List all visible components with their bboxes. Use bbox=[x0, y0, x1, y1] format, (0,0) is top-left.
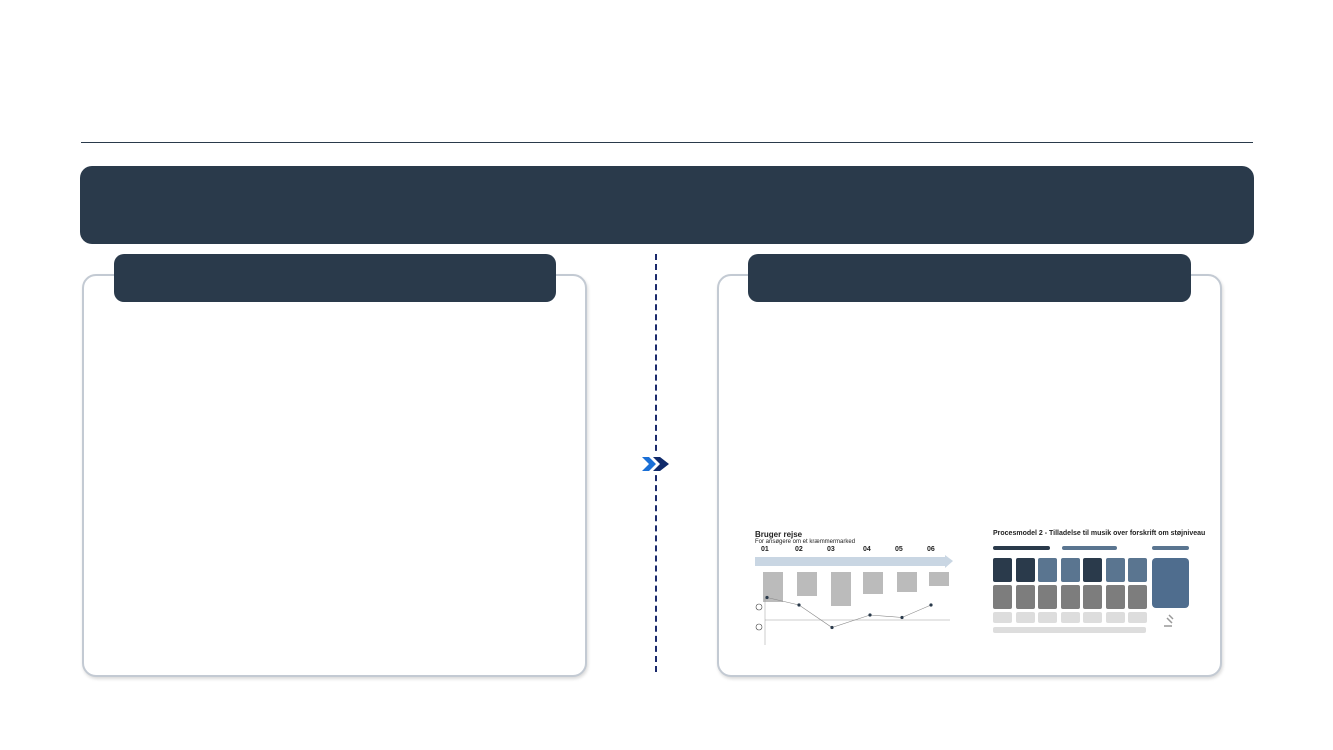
process-step-box bbox=[993, 558, 1012, 582]
journey-point bbox=[830, 625, 834, 630]
process-step-box bbox=[1015, 585, 1035, 609]
step-number: 02 bbox=[795, 546, 803, 553]
journey-title: Bruger rejse bbox=[755, 530, 803, 539]
process-step-box bbox=[1128, 612, 1147, 623]
header-rule bbox=[81, 142, 1253, 143]
double-chevron-icon bbox=[640, 454, 672, 474]
summary-box bbox=[1152, 558, 1189, 608]
process-step-box bbox=[1105, 558, 1125, 582]
step-number: 04 bbox=[863, 546, 871, 553]
right-panel bbox=[717, 274, 1222, 677]
title-banner bbox=[80, 166, 1254, 244]
journey-point bbox=[765, 595, 769, 600]
process-step-box bbox=[1038, 558, 1057, 582]
step-number: 01 bbox=[761, 546, 769, 553]
process-step-box bbox=[1083, 612, 1102, 623]
gavel-icon bbox=[1164, 614, 1174, 627]
journey-point bbox=[797, 603, 801, 607]
sad-face-icon bbox=[755, 623, 763, 631]
journey-point bbox=[929, 603, 933, 607]
process-step-box bbox=[1015, 558, 1035, 582]
left-panel bbox=[82, 274, 587, 677]
process-step-box bbox=[993, 612, 1012, 623]
step-number: 05 bbox=[895, 546, 903, 553]
process-step-box bbox=[1083, 585, 1102, 609]
journey-point bbox=[900, 615, 904, 620]
step-number: 03 bbox=[827, 546, 835, 553]
left-panel-header bbox=[114, 254, 556, 302]
journey-chart bbox=[755, 572, 950, 645]
happy-face-icon bbox=[755, 603, 763, 611]
right-panel-header bbox=[748, 254, 1191, 302]
process-step-box bbox=[1128, 558, 1147, 582]
process-step-box bbox=[1038, 585, 1057, 609]
process-title: Procesmodel 2 - Tilladelse til musik ove… bbox=[993, 530, 1206, 537]
process-step-box bbox=[1038, 612, 1057, 623]
journey-subtitle: For ansøgere om et kræmmermarked bbox=[755, 539, 856, 545]
step-number: 06 bbox=[927, 546, 935, 553]
process-step-box bbox=[1083, 558, 1102, 582]
process-step-box bbox=[1060, 585, 1080, 609]
process-step-box bbox=[1015, 612, 1035, 623]
process-step-box bbox=[1105, 612, 1125, 623]
user-journey-thumbnail: Bruger rejse For ansøgere om et kræmmerm… bbox=[755, 530, 955, 645]
process-model-thumbnail: Procesmodel 2 - Tilladelse til musik ove… bbox=[993, 530, 1213, 640]
process-step-box bbox=[1060, 558, 1080, 582]
journey-line bbox=[766, 597, 932, 628]
journey-arrow bbox=[755, 555, 953, 568]
process-step-box bbox=[993, 585, 1012, 609]
journey-point bbox=[868, 613, 872, 617]
process-step-box bbox=[1105, 585, 1125, 609]
process-step-box bbox=[1060, 612, 1080, 623]
process-step-box bbox=[1128, 585, 1147, 609]
